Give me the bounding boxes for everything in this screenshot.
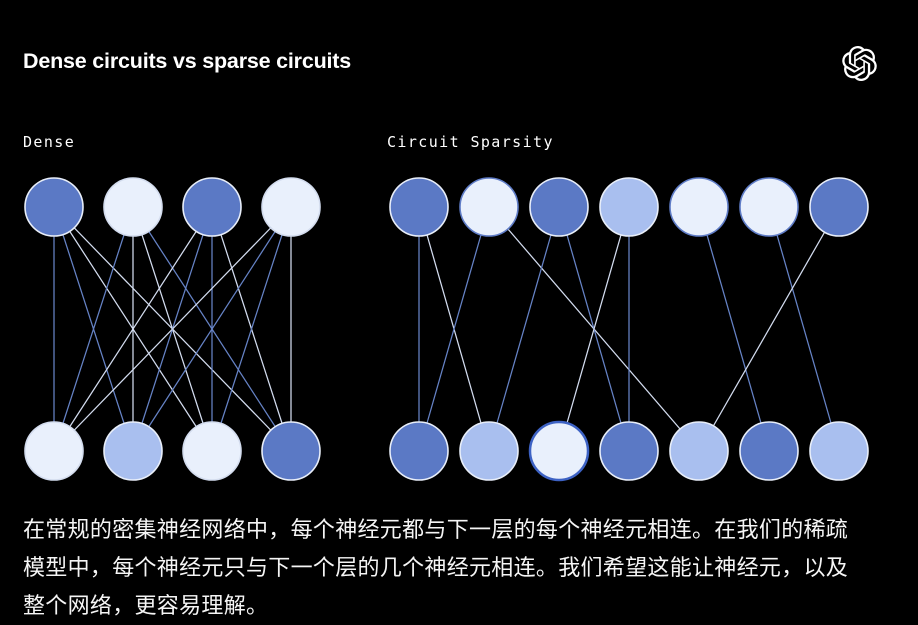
dense-edge	[53, 206, 134, 452]
caption-text: 在常规的密集神经网络中，每个神经元都与下一层的每个神经元相连。在我们的稀疏 模型…	[23, 511, 903, 625]
sparse-edge	[488, 206, 560, 452]
dense-top-node-1	[24, 177, 84, 237]
dense-diagram-label: Dense	[23, 133, 76, 151]
caption-line-3: 整个网络，更容易理解。	[23, 593, 269, 618]
sparse-top-node-2	[459, 177, 519, 237]
sparse-bottom-node-3	[528, 420, 590, 482]
page-title: Dense circuits vs sparse circuits	[23, 49, 352, 73]
dense-top-node-4	[261, 177, 321, 237]
sparse-edge	[558, 206, 630, 452]
sparse-top-node-6	[739, 177, 799, 237]
sparse-edge	[698, 206, 770, 452]
sparse-bottom-node-1	[389, 421, 449, 481]
dense-edge	[211, 206, 292, 452]
caption-line-2: 模型中，每个神经元只与下一个层的几个神经元相连。我们希望这能让神经元，以及	[23, 555, 849, 580]
sparse-edge	[768, 206, 840, 452]
dense-edge	[132, 206, 292, 452]
sparse-diagram-label: Circuit Sparsity	[387, 133, 554, 151]
dense-network-diagram	[24, 177, 321, 481]
sparse-bottom-node-7	[809, 421, 869, 481]
dense-top-node-2	[103, 177, 163, 237]
dense-top-node-3	[182, 177, 242, 237]
sparse-bottom-node-4	[599, 421, 659, 481]
sparse-bottom-node-2	[459, 421, 519, 481]
sparse-edge	[418, 206, 490, 452]
dense-edge	[53, 206, 292, 452]
sparse-top-node-1	[389, 177, 449, 237]
openai-logo-icon	[842, 46, 877, 81]
sparse-top-node-5	[669, 177, 729, 237]
sparse-top-node-4	[599, 177, 659, 237]
dense-bottom-node-4	[261, 421, 321, 481]
dense-edge	[53, 206, 213, 452]
caption-line-1: 在常规的密集神经网络中，每个神经元都与下一层的每个神经元相连。在我们的稀疏	[23, 517, 849, 542]
dense-bottom-node-1	[24, 421, 84, 481]
sparse-bottom-node-6	[739, 421, 799, 481]
sparse-top-node-3	[529, 177, 589, 237]
sparse-bottom-node-5	[669, 421, 729, 481]
sparse-network-diagram	[389, 177, 869, 482]
dense-bottom-node-3	[182, 421, 242, 481]
sparse-top-node-7	[809, 177, 869, 237]
dense-bottom-node-2	[103, 421, 163, 481]
sparse-edge	[698, 206, 840, 452]
